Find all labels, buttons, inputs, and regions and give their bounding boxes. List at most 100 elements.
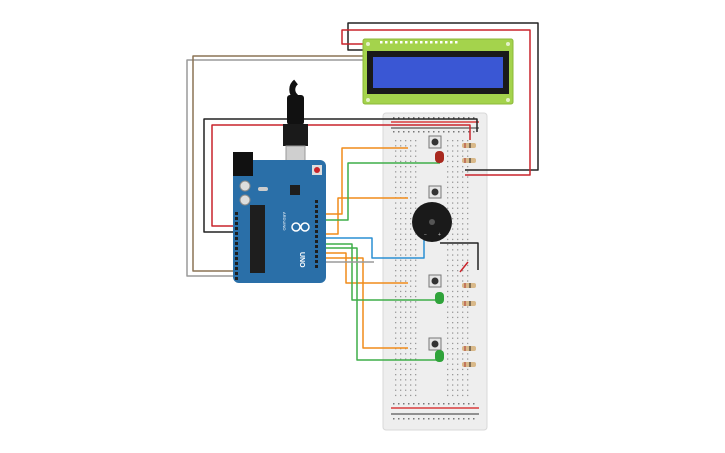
- piezo-buzzer[interactable]: − +: [412, 202, 452, 242]
- led-red[interactable]: [435, 151, 444, 163]
- breadboard-hole: [405, 327, 407, 329]
- wire-orange-3[interactable]: [323, 252, 408, 284]
- breadboard-hole: [405, 176, 407, 178]
- breadboard-hole: [447, 363, 449, 365]
- breadboard-hole: [410, 192, 412, 194]
- rail-hole: [423, 418, 425, 420]
- wire-green-1[interactable]: [323, 162, 440, 221]
- breadboard-hole: [415, 342, 417, 345]
- wire-lcd-black[interactable]: [347, 22, 539, 171]
- breadboard-hole: [410, 394, 412, 397]
- wire-green-2[interactable]: [323, 243, 440, 301]
- wire-bb-red-1[interactable]: [459, 261, 469, 273]
- breadboard-hole: [415, 207, 417, 209]
- wire-lcd-red[interactable]: [341, 29, 531, 176]
- resistor-2[interactable]: [462, 158, 476, 163]
- lcd-pin: [440, 41, 443, 44]
- breadboard-hole: [457, 150, 459, 152]
- breadboard-hole: [405, 306, 407, 308]
- breadboard-hole: [400, 275, 402, 277]
- rail-hole: [428, 131, 430, 133]
- push-button-1[interactable]: [428, 135, 442, 149]
- wire-orange-2[interactable]: [323, 197, 408, 235]
- wire-arduino-black[interactable]: [203, 118, 478, 233]
- lcd-display[interactable]: [362, 38, 514, 105]
- wire-lcd-gray[interactable]: [186, 59, 368, 277]
- header-pin: [315, 205, 318, 208]
- breadboard-hole: [400, 181, 402, 183]
- rail-hole: [418, 418, 420, 420]
- push-button-2[interactable]: [428, 185, 442, 199]
- breadboard-hole: [447, 301, 449, 303]
- rail-hole: [408, 131, 410, 133]
- breadboard-hole: [462, 379, 464, 381]
- push-button-4[interactable]: [428, 337, 442, 351]
- breadboard-hole: [467, 171, 469, 173]
- push-button-3[interactable]: [428, 274, 442, 288]
- wire-lcd-brown[interactable]: [192, 55, 368, 272]
- breadboard-hole: [415, 181, 417, 183]
- resistor-4[interactable]: [462, 301, 476, 306]
- breadboard-hole: [410, 140, 412, 142]
- breadboard-hole: [405, 275, 407, 277]
- wire-green-3[interactable]: [323, 247, 440, 361]
- breadboard-hole: [415, 280, 417, 282]
- arduino-uno-board[interactable]: UNO ARDUINO: [233, 79, 326, 283]
- resistor-3[interactable]: [462, 283, 476, 288]
- breadboard-hole: [400, 254, 402, 256]
- wire-orange-4[interactable]: [323, 257, 408, 349]
- breadboard-hole: [457, 259, 459, 261]
- breadboard-hole: [467, 275, 469, 277]
- rail-hole: [408, 418, 410, 420]
- rail-hole: [413, 403, 415, 405]
- breadboard-hole: [457, 379, 459, 381]
- header-pin: [235, 227, 238, 230]
- breadboard-hole: [400, 342, 402, 345]
- breadboard-hole: [462, 197, 464, 199]
- rail-hole: [458, 117, 460, 119]
- breadboard-hole: [462, 368, 464, 371]
- breadboard-hole: [395, 228, 397, 230]
- breadboard-hole: [452, 207, 454, 209]
- breadboard-hole: [447, 270, 449, 272]
- breadboard-hole: [462, 166, 464, 168]
- resistor-1[interactable]: [462, 143, 476, 148]
- header-pin: [315, 210, 318, 213]
- breadboard-hole: [452, 363, 454, 365]
- usb-cable[interactable]: [283, 79, 308, 173]
- header-pin: [315, 250, 318, 253]
- breadboard-hole: [405, 264, 407, 267]
- breadboard-hole: [400, 264, 402, 267]
- breadboard-hole: [395, 218, 397, 220]
- breadboard-hole: [400, 160, 402, 163]
- resistor-6[interactable]: [462, 362, 476, 367]
- breadboard-hole: [457, 285, 459, 287]
- breadboard-hole: [395, 353, 397, 355]
- led-green-1[interactable]: [435, 292, 444, 304]
- breadboard-hole: [467, 155, 469, 157]
- breadboard-hole: [447, 207, 449, 209]
- breadboard-hole: [467, 296, 469, 298]
- breadboard-hole: [467, 140, 469, 142]
- wire-blue[interactable]: [323, 237, 425, 259]
- header-pin: [235, 247, 238, 250]
- breadboard-hole: [452, 285, 454, 287]
- breadboard-hole: [452, 389, 454, 391]
- breadboard-hole: [400, 280, 402, 282]
- breadboard-hole: [410, 264, 412, 267]
- breadboard-hole: [410, 202, 412, 204]
- wire-orange-1[interactable]: [323, 147, 408, 215]
- led-green-2[interactable]: [435, 350, 444, 362]
- wire-arduino-red[interactable]: [211, 124, 471, 227]
- resistor-5[interactable]: [462, 346, 476, 351]
- breadboard-hole: [410, 150, 412, 152]
- wire-bb-black-1[interactable]: [440, 242, 479, 270]
- breadboard-hole: [452, 280, 454, 282]
- breadboard-hole: [395, 145, 397, 147]
- breadboard-hole: [457, 264, 459, 267]
- breadboard[interactable]: [382, 112, 488, 431]
- breadboard-hole: [395, 155, 397, 157]
- breadboard-hole: [395, 207, 397, 209]
- breadboard-hole: [400, 363, 402, 365]
- rail-hole: [423, 131, 425, 133]
